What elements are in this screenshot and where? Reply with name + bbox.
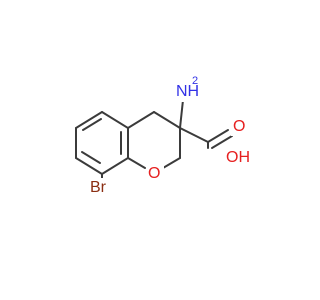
atom-labels: NH 2 O OH O Br [90, 75, 250, 198]
bond-c-o-double-b [211, 135, 233, 149]
aromatic-inner-2 [81, 151, 101, 164]
ring-oxygen-label: O [148, 165, 160, 182]
aromatic-inner-1 [82, 118, 102, 131]
bond-c3-n [179, 99, 184, 129]
bond-c2-o1 [162, 157, 181, 169]
amino-subscript: 2 [192, 75, 198, 87]
bond-c4-c3 [153, 111, 181, 129]
bond-c7-c8 [75, 157, 103, 175]
bond-c-o-double-a [207, 129, 229, 143]
bond-o1-c8a [127, 157, 146, 169]
bond-c5-c6 [75, 111, 103, 129]
hydroxyl-oxygen-label: OH [226, 149, 250, 166]
bonds [75, 99, 233, 179]
carbonyl-oxygen-label: O [233, 118, 245, 135]
bond-c4a-c4 [127, 111, 155, 129]
amino-label: NH [176, 83, 199, 100]
bond-c3-cooh [179, 127, 209, 143]
bromine-label: Br [90, 179, 107, 196]
chemical-structure: NH 2 O OH O Br [75, 75, 250, 198]
bond-c4a-c5 [101, 111, 129, 129]
bond-c8-c8a [101, 157, 129, 175]
